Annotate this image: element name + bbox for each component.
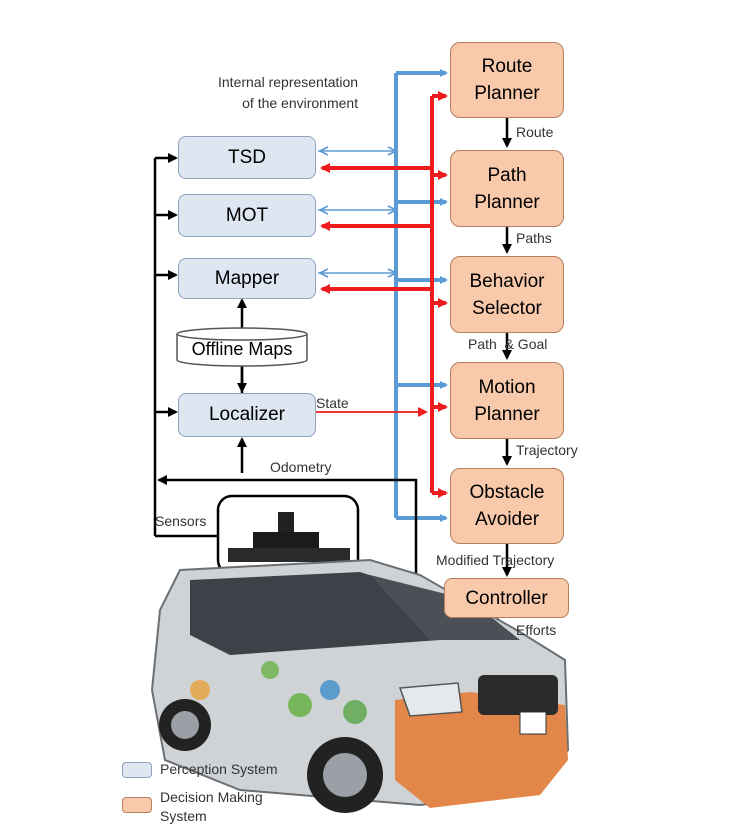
tsd-box: TSD [178,136,316,179]
odometry-edge-label: Odometry [270,459,332,475]
modified-trajectory-edge-label: Modified Trajectory [436,552,555,568]
motion-planner-label: Motion Planner [474,376,540,425]
offline-maps-cylinder [176,327,308,367]
obstacle-avoider-label: Obstacle Avoider [469,482,545,530]
motion-planner-box: Motion Planner [450,362,564,439]
path-planner-label: Path Planner [474,164,540,213]
sensors-edge-label: Sensors [155,513,207,529]
mot-box: MOT [178,194,316,237]
controller-label: Controller [465,587,548,609]
legend-label-decision: Decision Making System [160,789,263,824]
localizer-box: Localizer [178,393,316,437]
path-planner-box: Path Planner [450,150,564,227]
localizer-label: Localizer [208,404,286,425]
route-edge-label: Route [516,124,554,140]
behavior-selector-box: Behavior Selector [450,256,564,333]
route-planner-box: Route Planner [450,42,564,118]
mapper-box: Mapper [178,258,316,299]
trajectory-edge-label: Trajectory [516,442,578,458]
legend-swatch-decision [122,797,152,813]
mapper-label: Mapper [214,267,280,289]
paths-edge-label: Paths [516,230,552,246]
state-edge-label: State [316,395,349,411]
red-bus [320,91,448,498]
blue-thin-links [318,146,398,278]
controller-box: Controller [444,578,569,618]
behavior-selector-label: Behavior Selector [469,270,545,319]
legend-label-perception: Perception System [160,761,278,777]
legend-swatch-perception [122,762,152,778]
route-planner-label: Route Planner [474,56,540,104]
tsd-label: TSD [228,146,266,168]
obstacle-avoider-box: Obstacle Avoider [450,468,564,544]
offline-maps-label: Offline Maps [191,338,293,359]
blue-bus [394,69,448,522]
mot-label: MOT [225,204,269,226]
efforts-edge-label: Efforts [516,622,557,638]
internal-representation-label: Internal representation of the environme… [218,74,359,111]
path-goal-edge-label: Path & Goal [468,336,548,352]
